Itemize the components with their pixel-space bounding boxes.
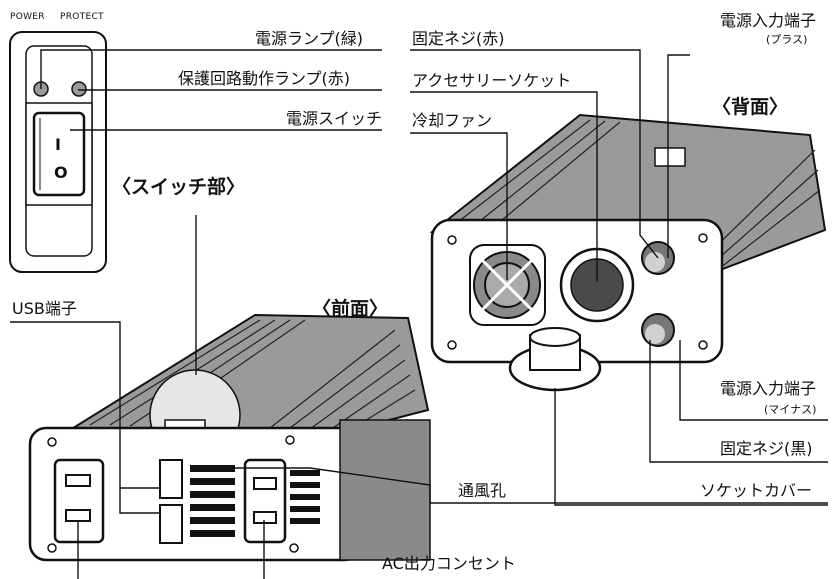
label-cooling-fan: 冷却ファン [412,111,493,130]
power-indicator-label: POWER [10,12,45,22]
rocker-switch[interactable] [32,111,86,197]
label-fixing-screw-black: 固定ネジ(黒) [720,439,813,458]
label-power-switch: 電源スイッチ [286,109,383,128]
label-fixing-screw-red: 固定ネジ(赤) [412,29,505,48]
usb-port-bottom[interactable] [159,504,183,544]
socket-cover[interactable] [508,327,602,392]
label-power-input-minus: 電源入力端子 [720,379,817,398]
label-power-lamp: 電源ランプ(緑) [255,29,364,48]
cooling-fan [469,244,546,326]
ac-outlet-right[interactable] [243,458,287,544]
label-plus-note: (プラス) [766,33,808,46]
rocker-on-mark: I [55,135,61,154]
label-usb-port: USB端子 [12,299,77,318]
back-unit [429,113,827,392]
rocker-off-mark: O [54,163,68,182]
label-accessory-socket: アクセサリーソケット [412,71,572,90]
label-switch-section: 〈スイッチ部〉 [112,176,246,198]
label-power-input-plus: 電源入力端子 [720,11,817,30]
ac-outlet-left[interactable] [53,458,105,544]
protect-indicator-label: PROTECT [60,12,104,22]
label-socket-cover: ソケットカバー [700,481,813,500]
label-ac-outlet: AC出力コンセント [382,554,516,573]
label-minus-note: (マイナス) [764,403,817,416]
front-unit [28,313,431,562]
label-front-view: 〈前面〉 [312,298,389,320]
usb-port-top[interactable] [159,459,183,499]
label-vent: 通風孔 [458,481,507,500]
switch-panel [9,31,107,273]
label-back-view: 〈背面〉 [712,96,789,118]
label-protection-lamp: 保護回路動作ランプ(赤) [178,69,351,88]
